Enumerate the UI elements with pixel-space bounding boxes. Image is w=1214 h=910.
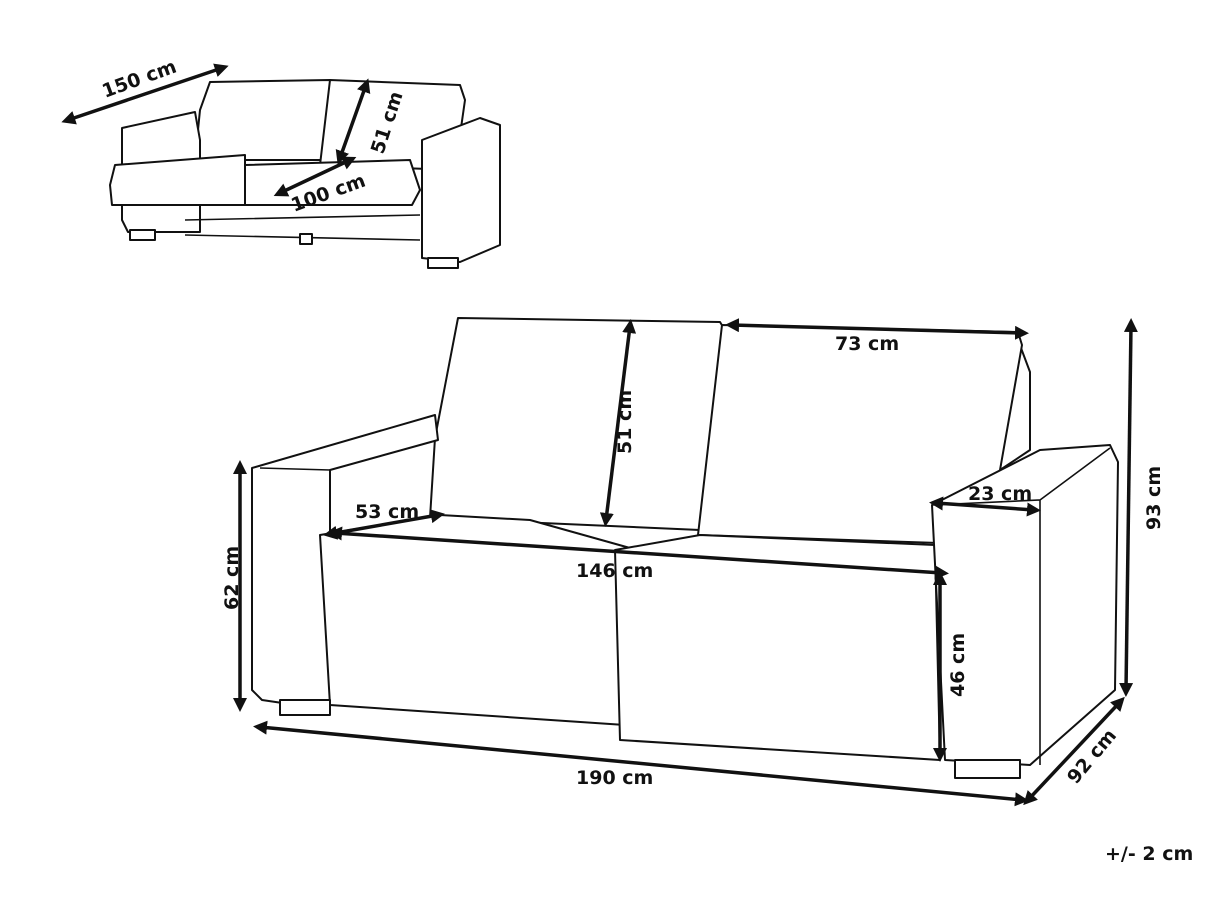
seat-width-arrow (328, 526, 949, 580)
small-width-arrow (61, 63, 229, 125)
main-sofa-drawing (251, 317, 1119, 779)
backrest-height-arrow (599, 319, 637, 527)
seat-depth-label: 53 cm (355, 501, 419, 523)
total-width-label: 190 cm (576, 767, 653, 789)
total-depth-arrow (1023, 696, 1125, 806)
armrest-height-label: 62 cm (221, 546, 243, 610)
backrest-height-label: 51 cm (614, 390, 636, 454)
backrest-width-arrow (725, 318, 1029, 340)
armrest-width-arrow (929, 496, 1041, 517)
armrest-width-label: 23 cm (968, 483, 1032, 505)
seat-width-label: 146 cm (576, 560, 653, 582)
tolerance-label: +/- 2 cm (1105, 843, 1193, 865)
total-height-arrow (1119, 318, 1138, 697)
total-width-arrow (253, 720, 1029, 807)
total-depth-label: 92 cm (1063, 725, 1121, 788)
small-depth-arrow (273, 156, 357, 197)
seat-height-label: 46 cm (947, 633, 969, 697)
backrest-width-label: 73 cm (835, 333, 899, 355)
total-height-label: 93 cm (1143, 466, 1165, 530)
small-backrest-height-arrow (335, 78, 371, 165)
small-sofa-bed-drawing (109, 79, 501, 269)
